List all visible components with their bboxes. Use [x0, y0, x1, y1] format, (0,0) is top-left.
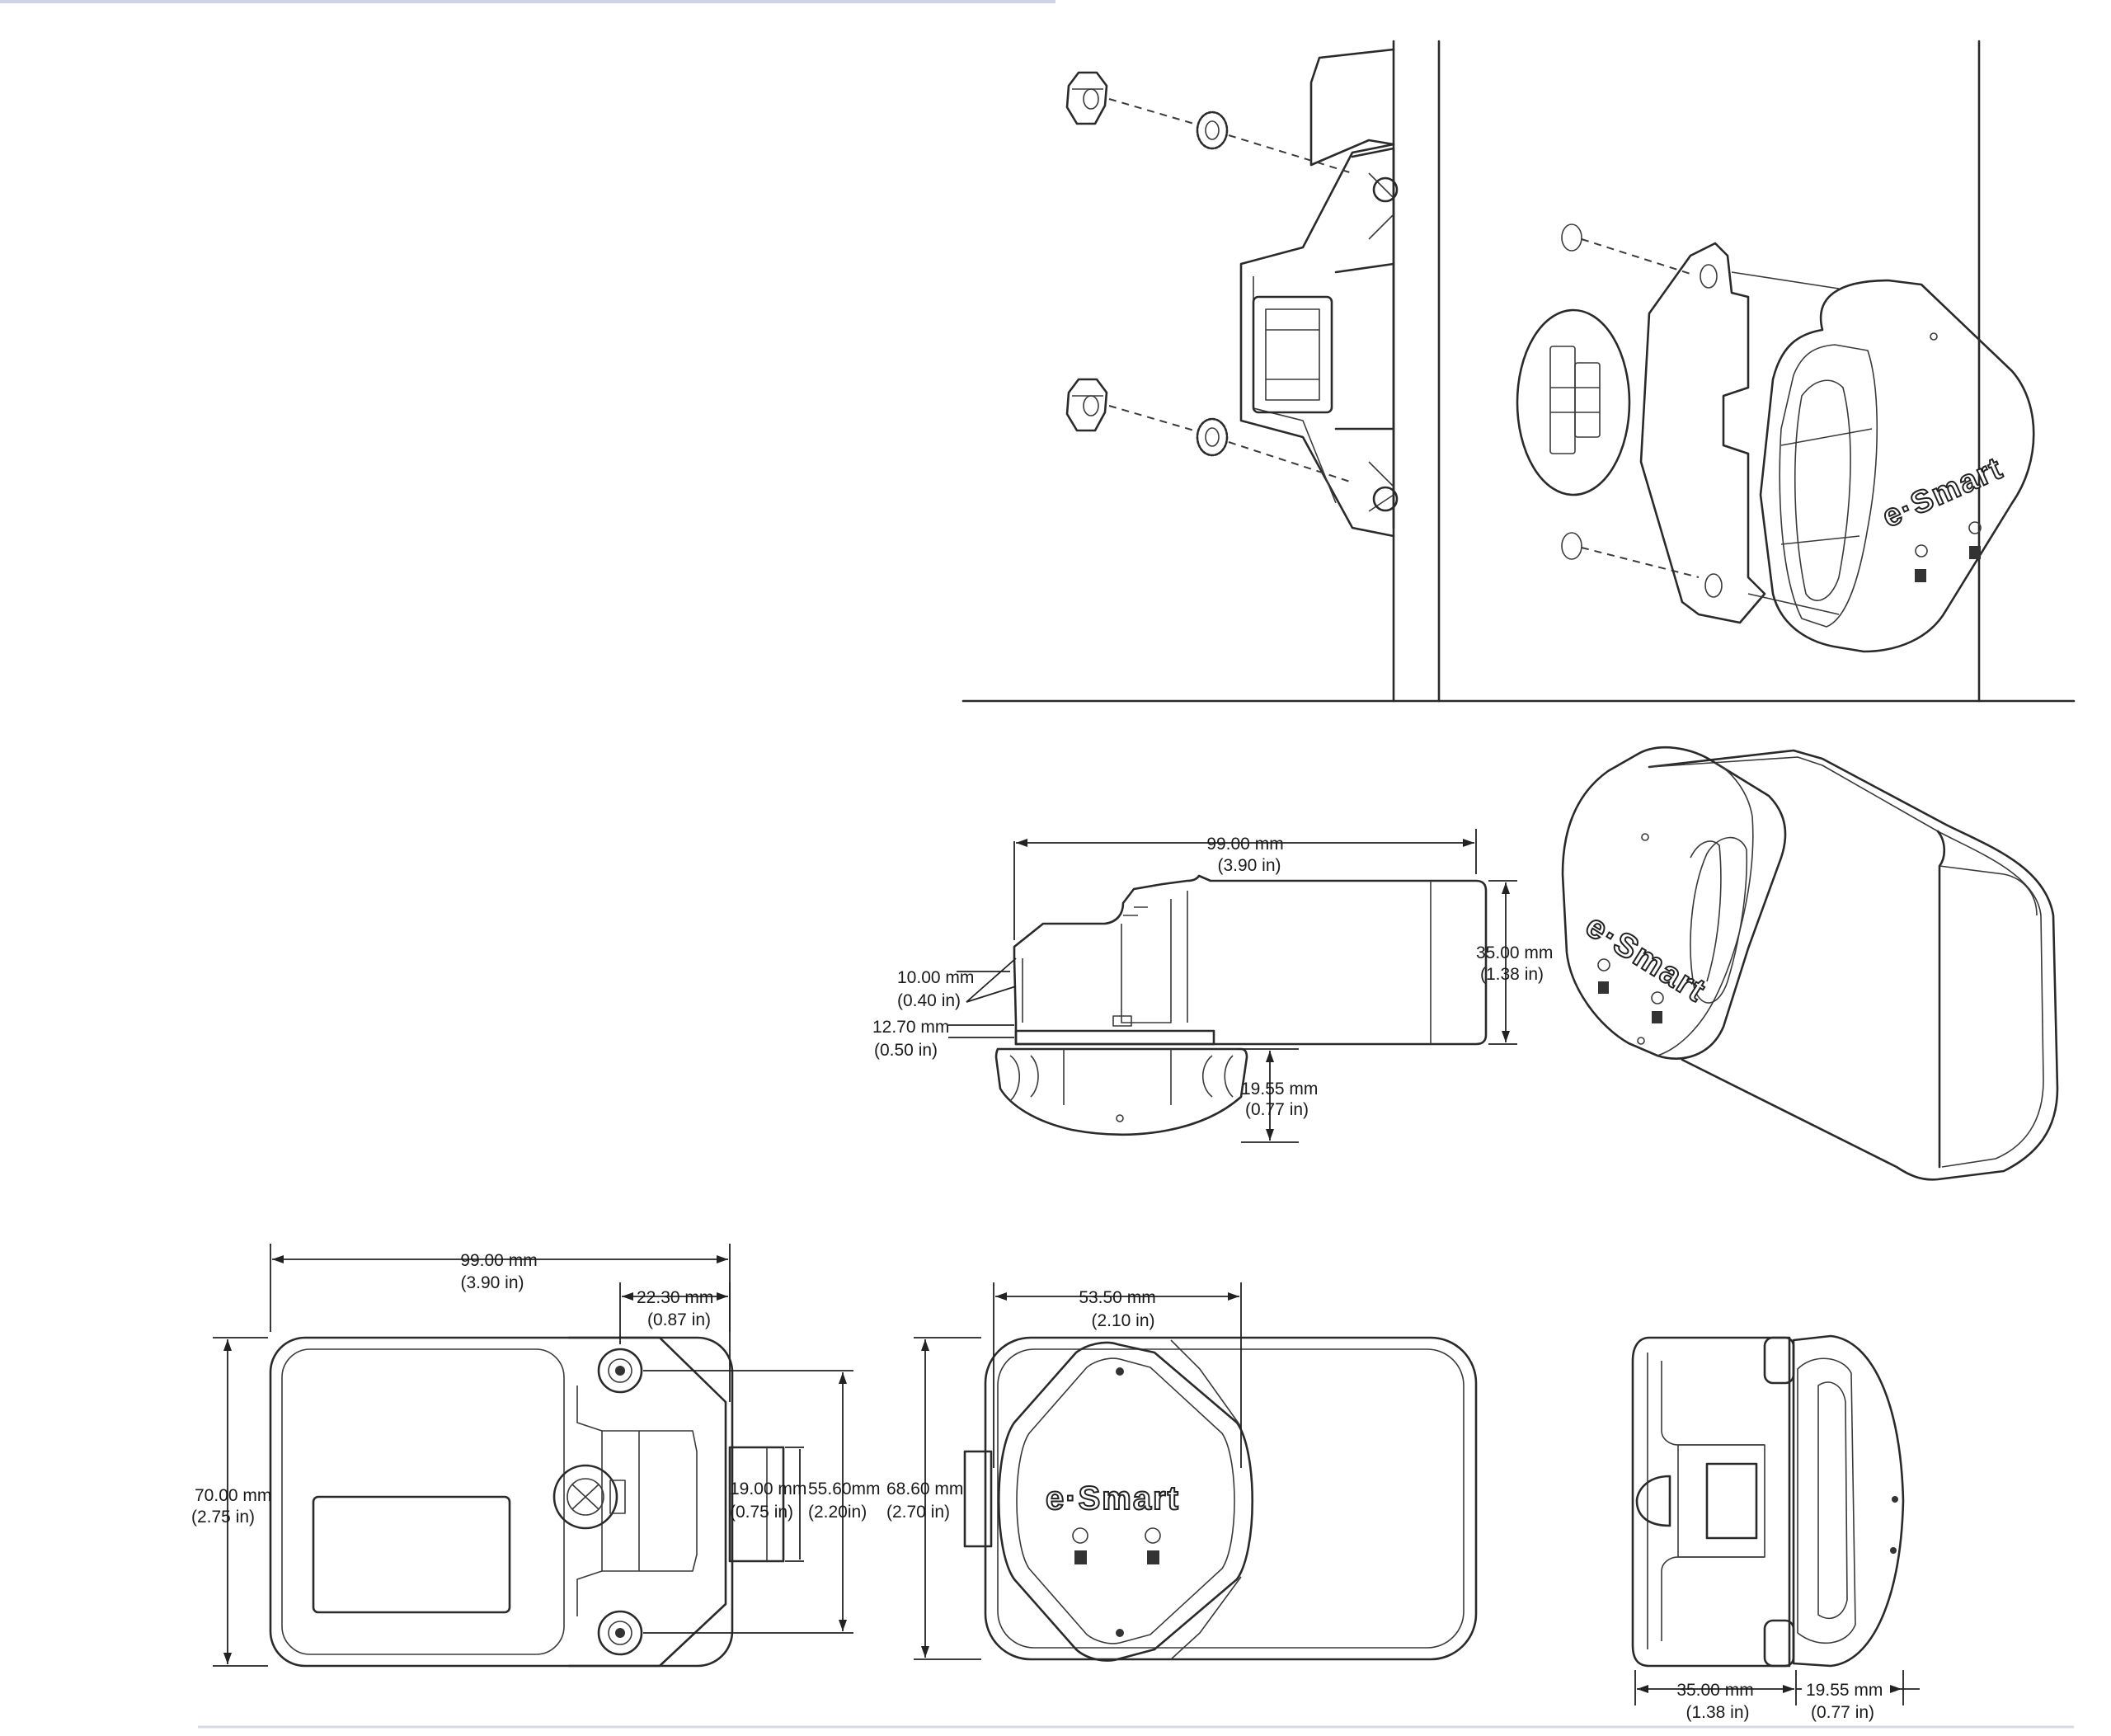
iso-logo: e·Smart [1579, 907, 1713, 1009]
end-view-dimensions: 35.00 mm (1.38 in) 19.55 mm (0.77 in) [1634, 1670, 1920, 1722]
dim-back-height-in: (2.75 in) [191, 1508, 255, 1527]
dim-hole-spacing-in: (2.20in) [808, 1503, 867, 1522]
side-plate [1014, 1029, 1215, 1046]
back-bolt [728, 1446, 785, 1563]
iso-unlock-icon [1652, 1011, 1662, 1023]
installation-view: e·Smart [961, 40, 2076, 703]
dim-end-depth-mm: 35.00 mm [1676, 1681, 1753, 1700]
dim-knob-width-in: (2.10 in) [1091, 1311, 1154, 1330]
end-knob-outline [1792, 1334, 1905, 1668]
mounting-plate [1639, 242, 1840, 624]
end-view [1631, 1334, 1905, 1668]
dim-end-depth-in: (1.38 in) [1686, 1703, 1749, 1722]
dim-offset-b-in: (0.50 in) [874, 1041, 938, 1060]
back-view-dimensions: 99.00 mm (3.90 in) 22.30 mm (0.87 in) 70… [191, 1244, 881, 1667]
isometric-view: e·Smart [1561, 746, 2059, 1181]
back-spindle [552, 1464, 618, 1530]
front-lock-icon [1074, 1550, 1087, 1564]
dim-back-height-mm: 70.00 mm [195, 1486, 271, 1505]
dim-bolt-height-mm: 19.00 mm [730, 1480, 806, 1498]
front-bolt-stub [963, 1450, 993, 1548]
lower-nut-assembly [1065, 378, 1353, 483]
dim-side-width-in: (3.90 in) [1217, 856, 1281, 875]
dim-offset-a-in: (0.40 in) [897, 991, 961, 1010]
end-window [1705, 1462, 1758, 1540]
dim-knob-depth-in: (0.77 in) [1245, 1100, 1309, 1119]
front-lock-housing: e·Smart [1759, 279, 2035, 653]
rear-lock-housing [1239, 48, 1399, 538]
end-body-outline [1631, 1336, 1791, 1668]
dim-bolt-height-in: (0.75 in) [730, 1503, 793, 1522]
side-knob [994, 1047, 1248, 1136]
dim-latch-width-mm: 22.30 mm [637, 1288, 713, 1307]
upper-nut-assembly [1065, 71, 1353, 174]
front-unlock-icon [1147, 1550, 1159, 1564]
unlock-icon [1969, 546, 1981, 559]
dim-end-knob-mm: 19.55 mm [1806, 1681, 1883, 1700]
front-keypad-outline [998, 1341, 1253, 1662]
dim-side-height-mm: 35.00 mm [1476, 943, 1553, 962]
front-body-outline [984, 1336, 1478, 1661]
back-label-area [312, 1495, 511, 1614]
panel-cutout [1516, 223, 1700, 578]
front-view-dimensions: 53.50 mm (2.10 in) 68.60 mm (2.70 in) [886, 1282, 1242, 1660]
dim-knob-width-mm: 53.50 mm [1079, 1288, 1155, 1307]
side-view-dimensions: 99.00 mm (3.90 in) 35.00 mm (1.38 in) 10… [872, 829, 1553, 1143]
dim-front-height-mm: 68.60 mm [886, 1480, 963, 1498]
front-view: e·Smart [963, 1336, 1478, 1662]
back-body-outline [269, 1336, 734, 1668]
dim-end-knob-in: (0.77 in) [1811, 1703, 1874, 1722]
dim-hole-spacing-mm: 55.60mm [808, 1480, 881, 1498]
dim-offset-a-mm: 10.00 mm [897, 968, 974, 987]
iso-lock-icon [1598, 981, 1609, 994]
dim-side-height-in: (1.38 in) [1480, 965, 1544, 984]
side-view [994, 874, 1488, 1136]
lock-icon [1915, 569, 1926, 582]
front-logo: e·Smart [1046, 1480, 1180, 1517]
back-screw-bottom [597, 1610, 643, 1656]
dim-side-width-mm: 99.00 mm [1206, 835, 1283, 854]
install-logo: e·Smart [1878, 451, 2009, 535]
dim-latch-width-in: (0.87 in) [647, 1310, 711, 1329]
back-latch-outline [567, 1336, 727, 1668]
dim-back-width-mm: 99.00 mm [460, 1251, 537, 1270]
side-body-outline [1013, 874, 1488, 1046]
back-view [269, 1336, 785, 1668]
back-screw-top [597, 1348, 643, 1394]
dim-knob-depth-mm: 19.55 mm [1241, 1080, 1318, 1099]
dim-back-width-in: (3.90 in) [460, 1273, 524, 1292]
dim-front-height-in: (2.70 in) [886, 1503, 950, 1522]
dim-offset-b-mm: 12.70 mm [872, 1018, 949, 1037]
